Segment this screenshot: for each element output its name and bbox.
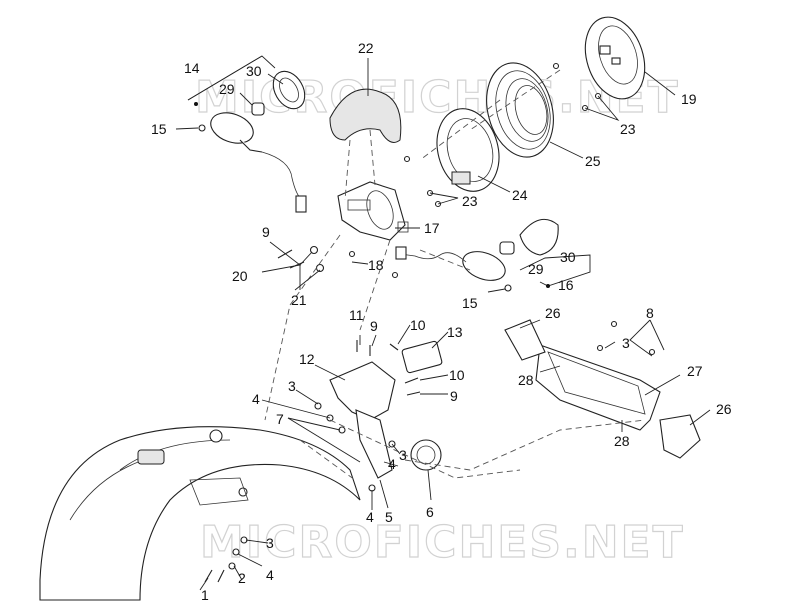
callout-9: 9 [450,388,458,404]
bullet-dot [546,284,550,288]
callout-18: 18 [368,257,384,273]
callout-4: 4 [388,456,396,472]
callout-15: 15 [462,295,478,311]
watermark-bottom: MICROFICHES.NET [200,517,685,568]
callout-16: 16 [558,277,574,293]
assembly-dashed-lines [264,69,646,481]
speedometer-assembly [403,16,646,208]
callout-11: 11 [349,307,364,323]
callout-10: 10 [410,317,426,333]
callout-27: 27 [687,363,703,379]
callout-4: 4 [252,391,260,407]
callout-9: 9 [262,224,270,240]
callout-9: 9 [370,318,378,334]
left-turn-signal [198,70,307,213]
mount-fasteners [277,245,399,279]
callout-3: 3 [622,335,630,351]
callout-13: 13 [447,324,463,340]
callout-25: 25 [585,153,601,169]
tail-light-assembly [504,319,701,459]
callout-14: 14 [184,60,200,76]
callout-26: 26 [716,401,732,417]
callout-5: 5 [385,509,393,525]
callout-20: 20 [232,268,248,284]
callout-21: 21 [291,292,307,308]
callout-1: 1 [201,587,209,603]
callout-29: 29 [528,261,544,277]
right-turn-signal [395,218,559,292]
callout-4: 4 [366,509,374,525]
callout-23: 23 [462,193,478,209]
callout-22: 22 [358,40,374,56]
callout-17: 17 [424,220,440,236]
callout-3: 3 [399,447,407,463]
callout-2: 2 [238,570,246,586]
callout-29: 29 [219,81,235,97]
callout-3: 3 [266,535,274,551]
bracket-screws [314,340,421,492]
callout-24: 24 [512,187,528,203]
headlamp-bracket [337,181,409,241]
rear-fender [39,426,361,601]
callout-26: 26 [545,305,561,321]
callout-28: 28 [614,433,630,449]
callout-30: 30 [560,249,576,265]
callout-labels: 14 30 29 22 15 19 23 25 24 23 17 9 20 21… [151,40,732,603]
callout-4: 4 [266,567,274,583]
bullet-dot [194,102,198,106]
license-plate-bracket [329,340,443,479]
callout-3: 3 [288,378,296,394]
callout-30: 30 [246,63,262,79]
callout-23: 23 [620,121,636,137]
callout-7: 7 [276,411,284,427]
visor-cover [329,88,402,143]
callout-6: 6 [426,504,434,520]
callout-8: 8 [646,305,654,321]
leader-lines [175,55,711,591]
callout-15: 15 [151,121,167,137]
callout-12: 12 [299,351,315,367]
callout-10: 10 [449,367,465,383]
callout-28: 28 [518,372,534,388]
callout-19: 19 [681,91,697,107]
